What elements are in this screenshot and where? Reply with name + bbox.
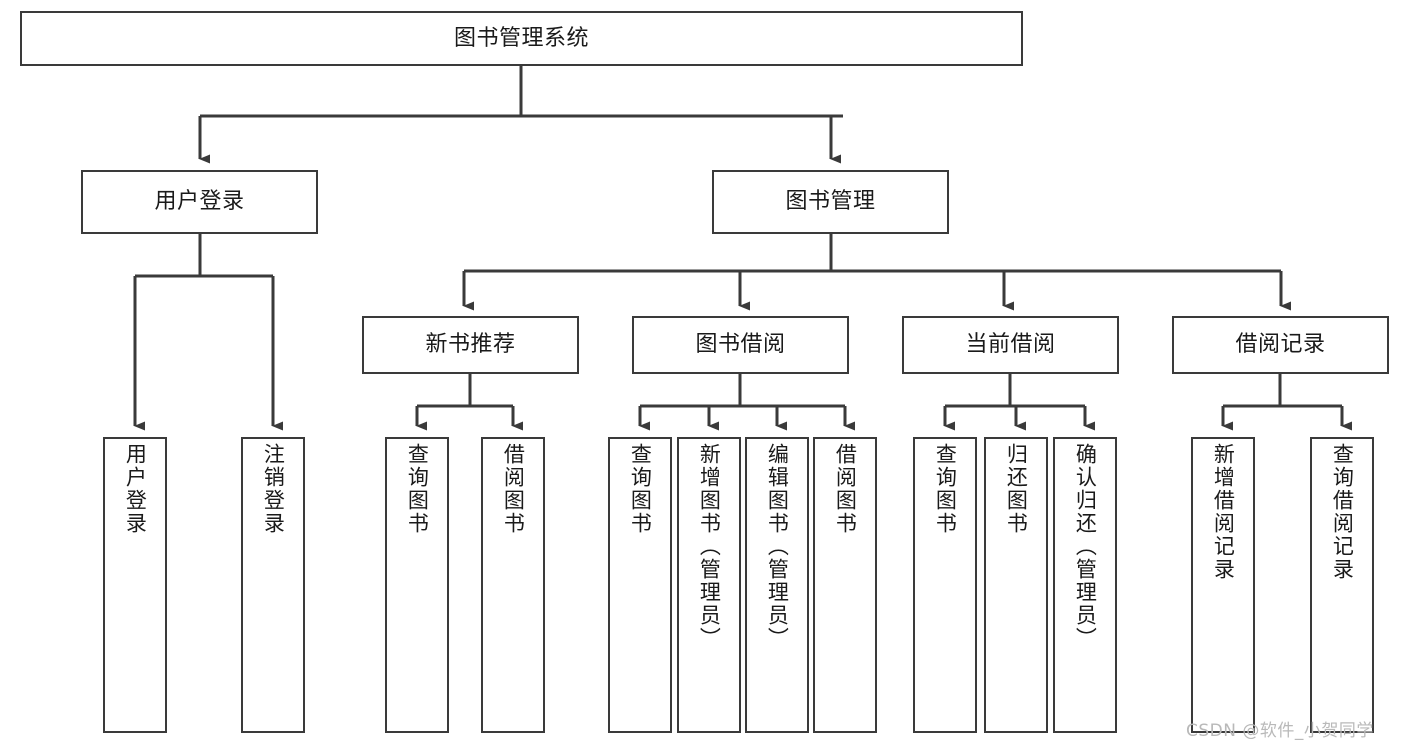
edges-records-to-leaves — [1221, 374, 1352, 431]
node-leaf-query-borrow-record[interactable]: 查询借阅记录 — [1310, 437, 1374, 733]
node-leaf-borrow-book-newrec[interactable]: 借阅图书 — [481, 437, 545, 733]
node-leaf-add-book-admin[interactable]: 新增图书（管理员） — [677, 437, 741, 733]
node-label: 图书管理系统 — [453, 25, 589, 51]
node-label: 查询图书 — [628, 443, 653, 535]
node-label: 归还图书 — [1004, 443, 1029, 535]
node-user-login[interactable]: 用户登录 — [81, 170, 318, 234]
node-leaf-user-login[interactable]: 用户登录 — [103, 437, 167, 733]
edges-bookmgmt-to-level3 — [462, 234, 1291, 311]
node-label: 用户登录 — [123, 443, 148, 535]
node-label: 图书借阅 — [695, 332, 786, 358]
node-leaf-add-borrow-record[interactable]: 新增借阅记录 — [1191, 437, 1255, 733]
edges-userlogin-to-leaves — [133, 234, 283, 431]
node-label: 确认归还（管理员） — [1073, 443, 1098, 650]
node-label: 用户登录 — [154, 189, 245, 215]
node-leaf-query-book-newrec[interactable]: 查询图书 — [385, 437, 449, 733]
node-new-book-recommend[interactable]: 新书推荐 — [362, 316, 579, 374]
node-root-system[interactable]: 图书管理系统 — [20, 11, 1023, 66]
edges-borrow-to-leaves — [638, 374, 855, 431]
node-label: 借阅记录 — [1235, 332, 1326, 358]
node-book-management[interactable]: 图书管理 — [712, 170, 949, 234]
node-label: 当前借阅 — [965, 332, 1056, 358]
node-label: 注销登录 — [261, 443, 286, 535]
node-leaf-logout[interactable]: 注销登录 — [241, 437, 305, 733]
edges-current-to-leaves — [943, 374, 1095, 431]
node-leaf-confirm-return-admin[interactable]: 确认归还（管理员） — [1053, 437, 1117, 733]
node-label: 图书管理 — [785, 189, 876, 215]
node-book-borrow[interactable]: 图书借阅 — [632, 316, 849, 374]
node-label: 查询图书 — [933, 443, 958, 535]
node-label: 查询借阅记录 — [1330, 443, 1355, 581]
node-label: 借阅图书 — [833, 443, 858, 535]
node-borrow-records[interactable]: 借阅记录 — [1172, 316, 1389, 374]
csdn-watermark: CSDN @软件_小贺同学 — [1186, 721, 1374, 741]
node-leaf-edit-book-admin[interactable]: 编辑图书（管理员） — [745, 437, 809, 733]
node-leaf-query-book-current[interactable]: 查询图书 — [913, 437, 977, 733]
node-leaf-return-book[interactable]: 归还图书 — [984, 437, 1048, 733]
edges-root-to-level2 — [198, 66, 843, 164]
node-label: 借阅图书 — [501, 443, 526, 535]
node-label: 编辑图书（管理员） — [765, 443, 790, 650]
node-leaf-borrow-book[interactable]: 借阅图书 — [813, 437, 877, 733]
node-label: 新书推荐 — [425, 332, 516, 358]
node-current-borrow[interactable]: 当前借阅 — [902, 316, 1119, 374]
node-label: 新增图书（管理员） — [697, 443, 722, 650]
edges-newbook-to-leaves — [415, 374, 523, 431]
node-leaf-query-book-borrow[interactable]: 查询图书 — [608, 437, 672, 733]
node-label: 新增借阅记录 — [1211, 443, 1236, 581]
node-label: 查询图书 — [405, 443, 430, 535]
